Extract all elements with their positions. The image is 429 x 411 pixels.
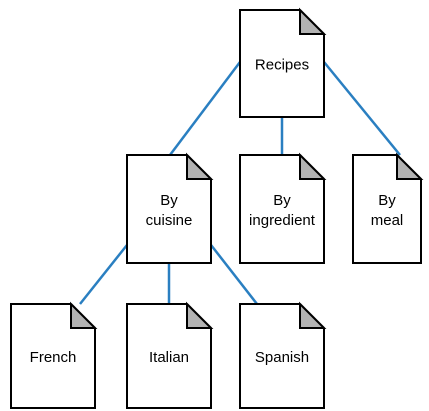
connector-by-cuisine-to-french xyxy=(79,244,128,305)
folded-corner xyxy=(70,301,98,329)
document-icon xyxy=(352,152,424,264)
node-by-ingredient: By ingredient xyxy=(239,152,327,264)
connector-recipes-to-by-cuisine xyxy=(169,61,241,156)
folded-corner xyxy=(396,152,424,180)
node-french: French xyxy=(10,301,98,409)
node-label-italian: Italian xyxy=(149,349,189,366)
node-label-spanish: Spanish xyxy=(255,349,309,366)
document-page xyxy=(239,9,325,118)
connector-by-cuisine-to-spanish xyxy=(210,244,258,305)
document-icon xyxy=(10,301,98,409)
node-label-by-cuisine-line-2: cuisine xyxy=(146,212,193,229)
document-page xyxy=(239,154,325,264)
folded-corner xyxy=(299,152,327,180)
node-label-recipes: Recipes xyxy=(255,57,309,74)
node-spanish: Spanish xyxy=(239,301,327,409)
folded-corner xyxy=(186,301,214,329)
document-page xyxy=(126,154,212,264)
folded-corner xyxy=(299,301,327,329)
node-italian: Italian xyxy=(126,301,214,409)
connector-lines xyxy=(79,61,401,305)
node-recipes: Recipes xyxy=(239,7,327,118)
node-label-by-cuisine-line-1: By xyxy=(160,192,178,209)
folded-corner xyxy=(186,152,214,180)
folded-corner xyxy=(299,7,327,35)
node-label-french: French xyxy=(30,349,77,366)
document-icon xyxy=(239,7,327,118)
document-page xyxy=(239,303,325,409)
connector-recipes-to-by-meal xyxy=(323,61,401,156)
document-page xyxy=(10,303,96,409)
node-label-by-ingredient-line-1: By xyxy=(273,192,291,209)
document-page xyxy=(126,303,212,409)
node-by-cuisine: By cuisine xyxy=(126,152,214,264)
document-icon xyxy=(239,301,327,409)
document-page xyxy=(352,154,422,264)
node-by-meal: By meal xyxy=(352,152,424,264)
document-icon xyxy=(239,152,327,264)
document-icon xyxy=(126,152,214,264)
node-label-by-meal-line-1: By xyxy=(378,192,396,209)
node-label-by-ingredient-line-2: ingredient xyxy=(249,212,316,229)
document-icon xyxy=(126,301,214,409)
node-label-by-meal-line-2: meal xyxy=(371,212,404,229)
